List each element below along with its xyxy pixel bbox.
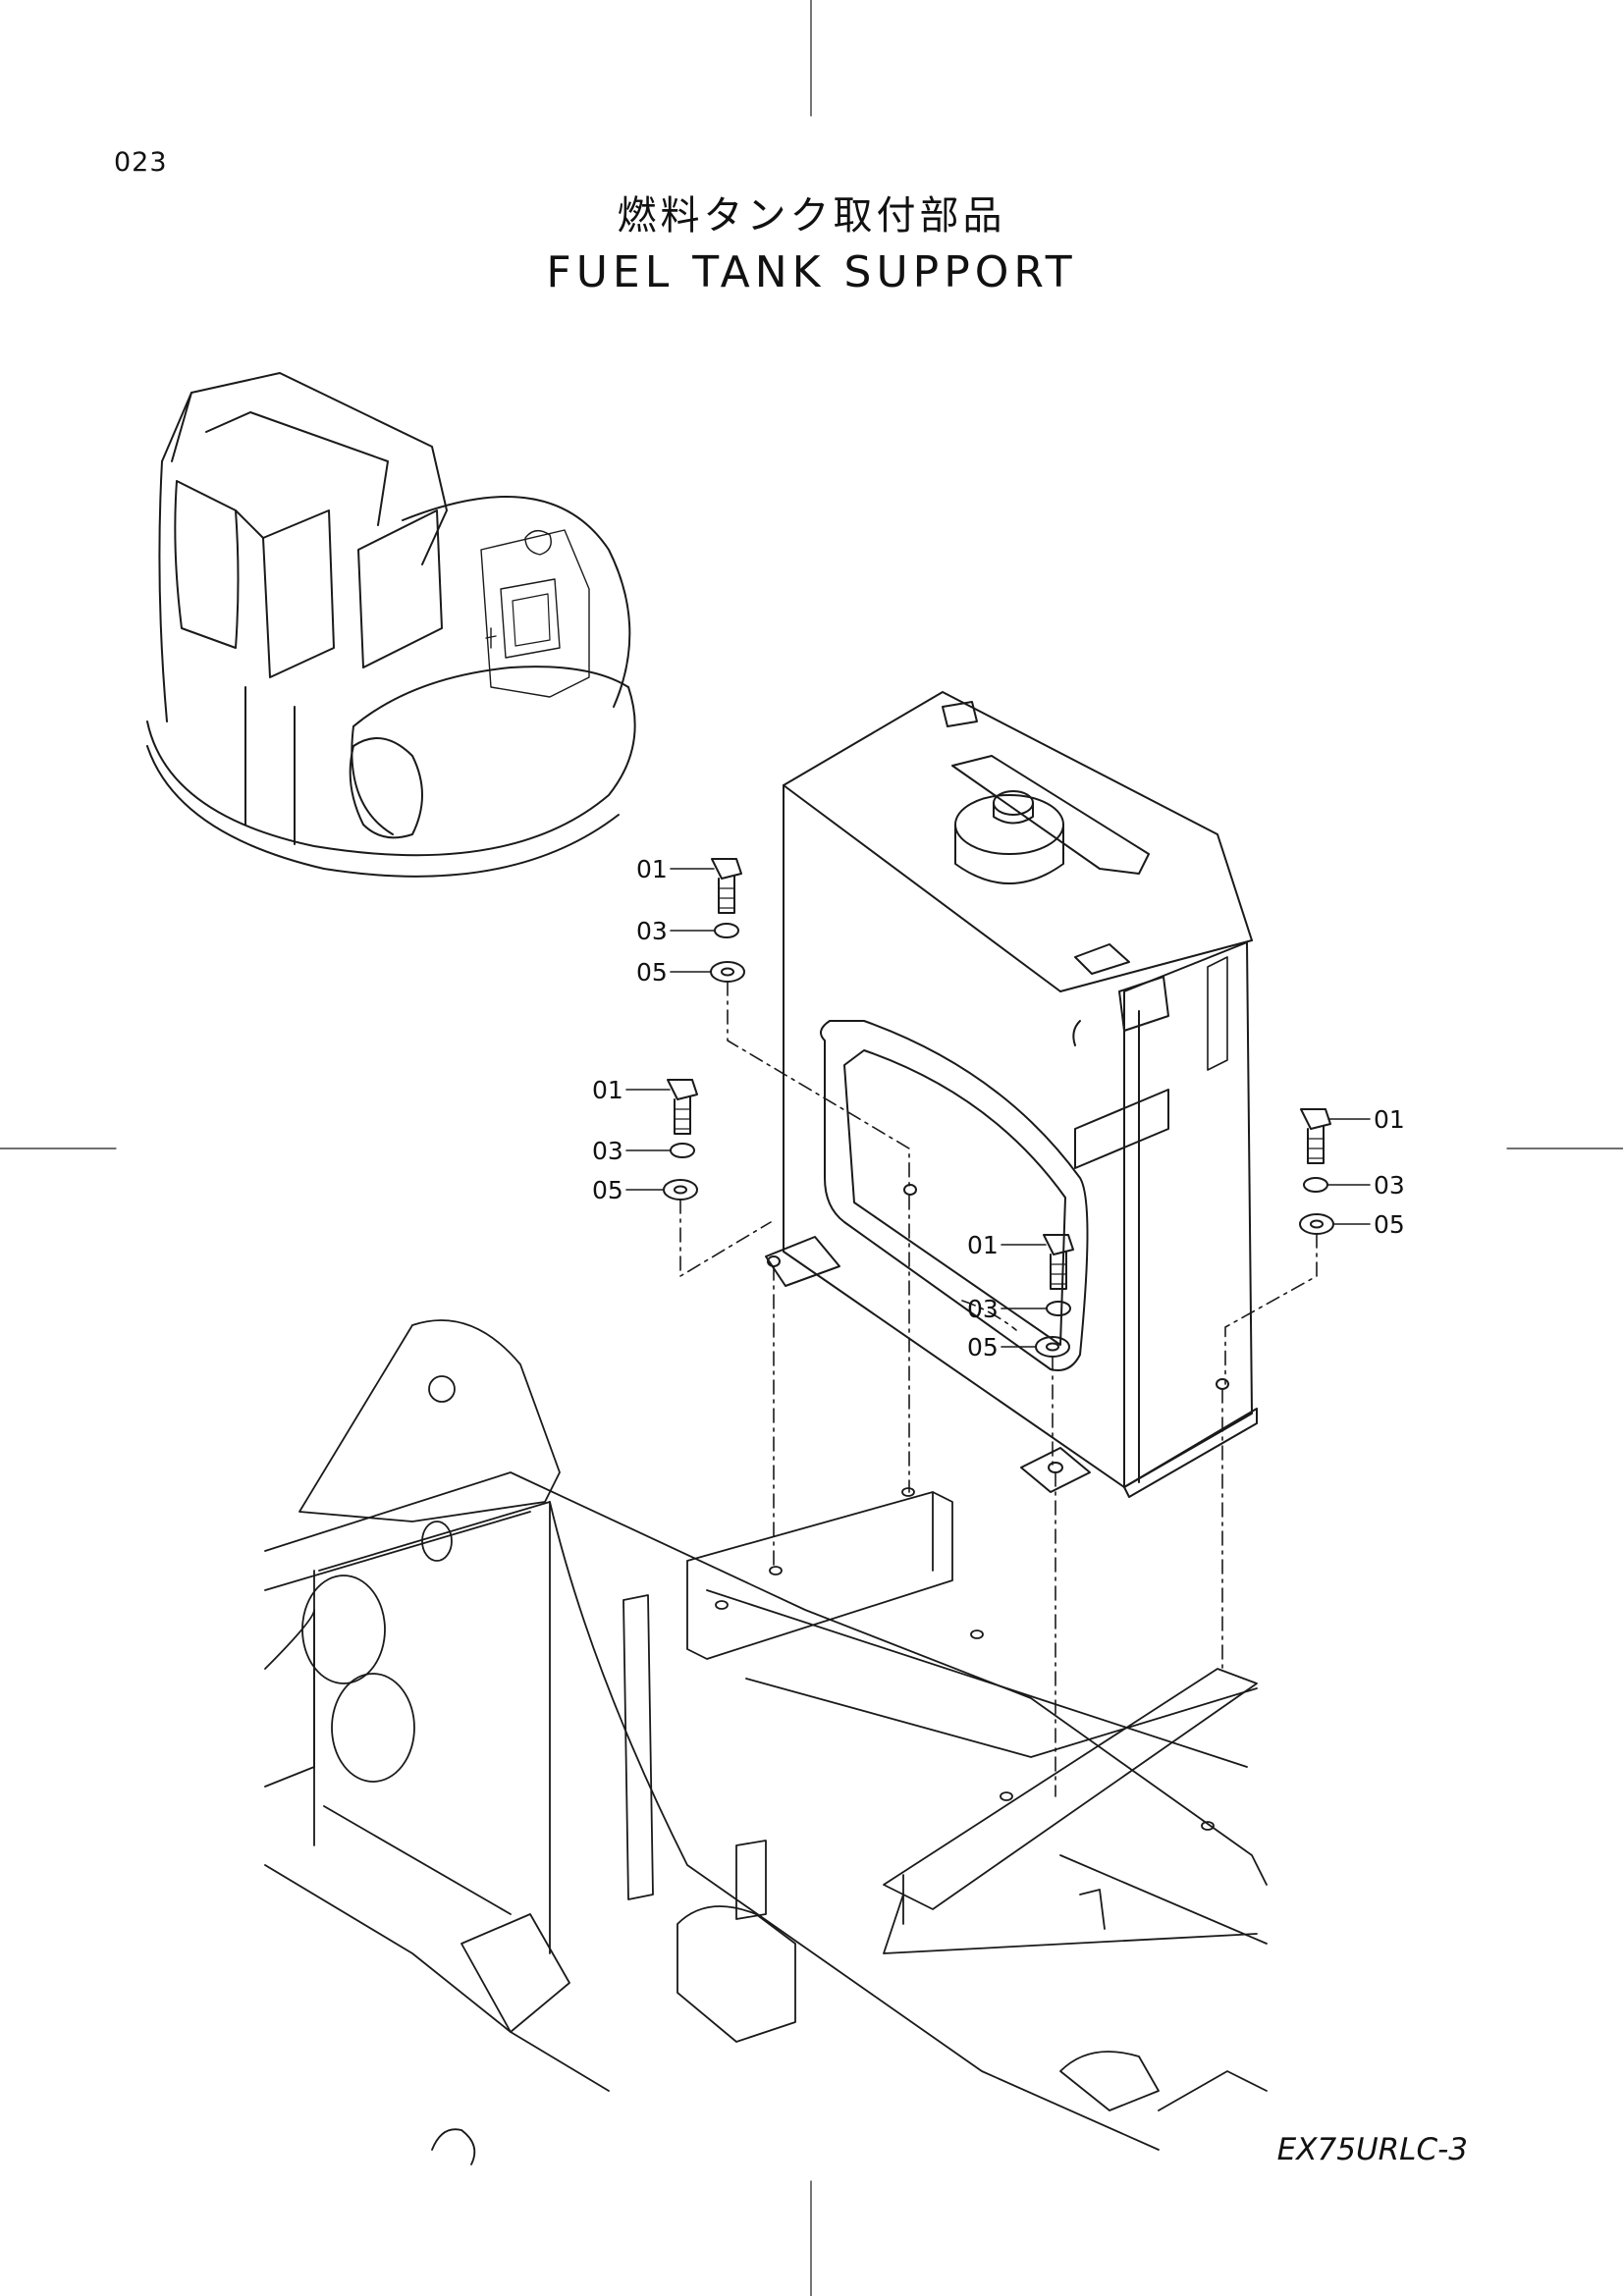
title-block: 燃料タンク取付部品 FUEL TANK SUPPORT bbox=[0, 188, 1623, 302]
page-number: 023 bbox=[114, 147, 168, 178]
callout-05-a: 05 bbox=[636, 958, 668, 987]
callout-03-a: 03 bbox=[636, 917, 668, 945]
callout-03-c: 03 bbox=[967, 1295, 999, 1323]
callout-05-b: 05 bbox=[592, 1176, 623, 1204]
callout-01-b: 01 bbox=[592, 1076, 623, 1104]
fastener-stack-a bbox=[710, 858, 745, 983]
callout-01-c: 01 bbox=[967, 1231, 999, 1259]
callout-01-d: 01 bbox=[1374, 1105, 1405, 1134]
callout-05-c: 05 bbox=[967, 1333, 999, 1362]
callout-leaders bbox=[625, 868, 1371, 1348]
fuel-tank bbox=[765, 691, 1258, 1498]
title-english: FUEL TANK SUPPORT bbox=[546, 247, 1077, 297]
upper-frame bbox=[264, 1319, 1268, 2165]
fastener-stack-c bbox=[1035, 1234, 1074, 1358]
excavator-overview-illustration bbox=[146, 372, 636, 878]
assembly-lines bbox=[679, 981, 1318, 1797]
callout-03-b: 03 bbox=[592, 1137, 623, 1165]
callout-labels: 01 03 05 01 03 05 01 03 05 01 03 05 bbox=[592, 855, 1405, 1362]
fastener-stack-b bbox=[663, 1079, 698, 1201]
title-japanese: 燃料タンク取付部品 bbox=[617, 193, 1006, 239]
callout-03-d: 03 bbox=[1374, 1171, 1405, 1200]
fastener-stack-d bbox=[1299, 1108, 1334, 1235]
model-code: EX75URLC-3 bbox=[1276, 2132, 1468, 2167]
callout-01-a: 01 bbox=[636, 855, 668, 883]
callout-05-d: 05 bbox=[1374, 1210, 1405, 1239]
